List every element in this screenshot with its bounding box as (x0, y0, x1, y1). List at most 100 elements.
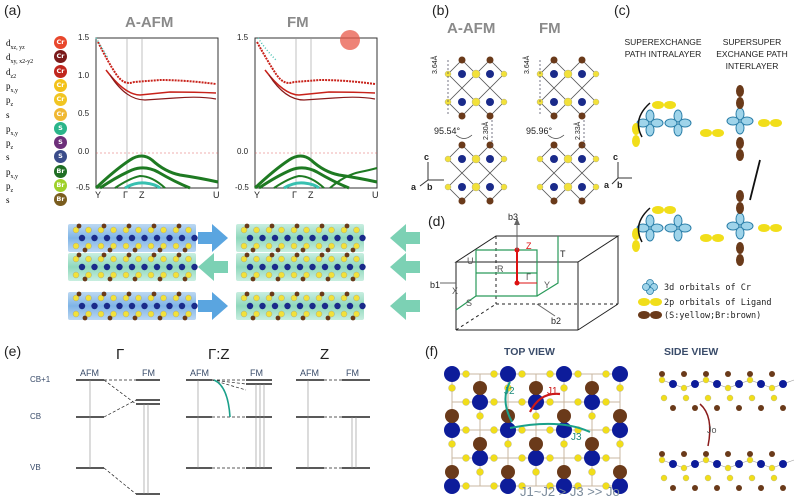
orbital-legend-item: px,y Br (6, 164, 67, 180)
c-axis-b: b (617, 180, 623, 190)
orbital-label: pz (6, 138, 14, 151)
e-group-z: Z (320, 346, 330, 363)
f-j3: J3 (571, 432, 582, 443)
atom-badge: S (54, 136, 67, 150)
orbital-legend-item: px,y Cr (6, 78, 67, 94)
panel-d-label: (d) (428, 213, 446, 229)
orbital-label: pz (6, 95, 14, 108)
f-jo: Jo (707, 425, 717, 435)
atom-badge: Cr (54, 64, 67, 78)
d-t: T (560, 249, 566, 259)
atom-badge: Cr (54, 78, 67, 92)
orbital-label: s (6, 109, 10, 120)
ytick-fm-4: 0.0 (237, 147, 249, 156)
panel-a-title-afm: A-AFM (125, 14, 174, 31)
panel-e-label: (e) (4, 343, 22, 359)
ytick-fm-1: 1.5 (237, 33, 249, 42)
orbital-legend-item: pz S (6, 136, 67, 151)
panel-f-label: (f) (425, 343, 439, 359)
f-side-view: SIDE VIEW (664, 346, 719, 358)
orbital-label: s (6, 152, 10, 163)
orbital-label: px,y (6, 123, 18, 137)
e-level-cb1: CB+1 (30, 375, 51, 384)
ytick-fm-5: -0.5 (235, 183, 249, 192)
ytick-5: -0.5 (76, 183, 90, 192)
k-y-afm: Y (95, 190, 102, 200)
ytick-4: 0.0 (78, 147, 90, 156)
orbital-legend-item: s Br (6, 193, 67, 207)
orbital-label: s (6, 195, 10, 206)
b-axis-b: b (427, 182, 433, 192)
c-legend-colors: (S:yellow;Br:brown) (664, 311, 762, 321)
k-z-fm: Z (308, 190, 314, 200)
e-column-label: AFM (80, 368, 99, 378)
e-group-gamma: Γ (116, 346, 125, 363)
c-title-interlayer: SUPERSUPER EXCHANGE PATH INTERLAYER (716, 37, 788, 71)
b-axis-c: c (424, 152, 430, 162)
orbital-legend-item: dxy, x2-y2 Cr (6, 50, 67, 66)
e-column-label: AFM (300, 368, 319, 378)
c-axis-a: a (604, 180, 610, 190)
d-b1: b1 (430, 280, 441, 290)
panel-b-title-fm: FM (539, 20, 561, 37)
panel-c-label: (c) (614, 2, 631, 18)
c-legend-3d: 3d orbitals of Cr (664, 283, 751, 293)
orbital-label: dxz, yz (6, 38, 25, 51)
orbital-label: px,y (6, 166, 18, 180)
e-column-label: AFM (190, 368, 209, 378)
atom-badge: Br (54, 179, 67, 192)
panel-a-title-fm: FM (287, 14, 309, 31)
e-column-label: FM (250, 368, 263, 378)
k-gamma-afm: Γ (123, 190, 128, 200)
orbital-legend-item: dz2 Cr (6, 64, 67, 80)
c-title-intralayer: SUPEREXCHANGE PATH INTRALAYER (624, 37, 702, 59)
e-column-label: FM (346, 368, 359, 378)
ytick-2: 1.0 (78, 71, 90, 80)
e-level-vb: VB (30, 463, 41, 472)
panel-a-label: (a) (4, 2, 22, 18)
orbital-label: dz2 (6, 66, 17, 80)
atom-badge: S (54, 121, 67, 135)
d-y: Y (544, 280, 551, 290)
orbital-legend-item: dxz, yz Cr (6, 36, 67, 51)
ytick-3: 0.5 (78, 109, 90, 118)
f-top-view: TOP VIEW (504, 346, 555, 358)
d-u: U (467, 256, 474, 266)
orbital-label: dxy, x2-y2 (6, 52, 34, 66)
orbital-label: px,y (6, 80, 18, 94)
d-x: X (452, 286, 459, 296)
b-angle-afm: 95.54° (434, 126, 461, 136)
d-b3: b3 (508, 212, 519, 222)
orbital-legend-item: pz Cr (6, 93, 67, 108)
atom-badge: Cr (54, 50, 67, 64)
orbital-legend-item: px,y S (6, 121, 67, 137)
e-column-label: FM (142, 368, 155, 378)
d-r: R (497, 264, 504, 274)
atom-badge: Cr (54, 36, 67, 49)
panel-b-title-afm: A-AFM (447, 20, 496, 37)
atom-badge: Cr (54, 93, 67, 107)
panel-b-label: (b) (432, 2, 450, 18)
b-axis-a: a (411, 182, 417, 192)
d-z: Z (526, 241, 532, 251)
atom-badge: S (54, 150, 67, 164)
atom-badge: Br (54, 193, 67, 207)
atom-badge: Br (54, 164, 67, 178)
c-legend-2p: 2p orbitals of Ligand (664, 298, 772, 308)
fm-plot-frame (254, 37, 378, 189)
d-gamma: Γ (526, 272, 531, 282)
d-b2: b2 (551, 316, 562, 326)
f-j2: J2 (504, 386, 515, 397)
atom-badge: Cr (54, 107, 67, 121)
k-gamma-fm: Γ (292, 190, 297, 200)
ytick-1: 1.5 (78, 33, 90, 42)
orbital-legend-item: s Cr (6, 107, 67, 122)
b-angle-fm: 95.96° (526, 126, 553, 136)
e-level-cb: CB (30, 412, 42, 421)
afm-plot-frame (95, 37, 219, 189)
